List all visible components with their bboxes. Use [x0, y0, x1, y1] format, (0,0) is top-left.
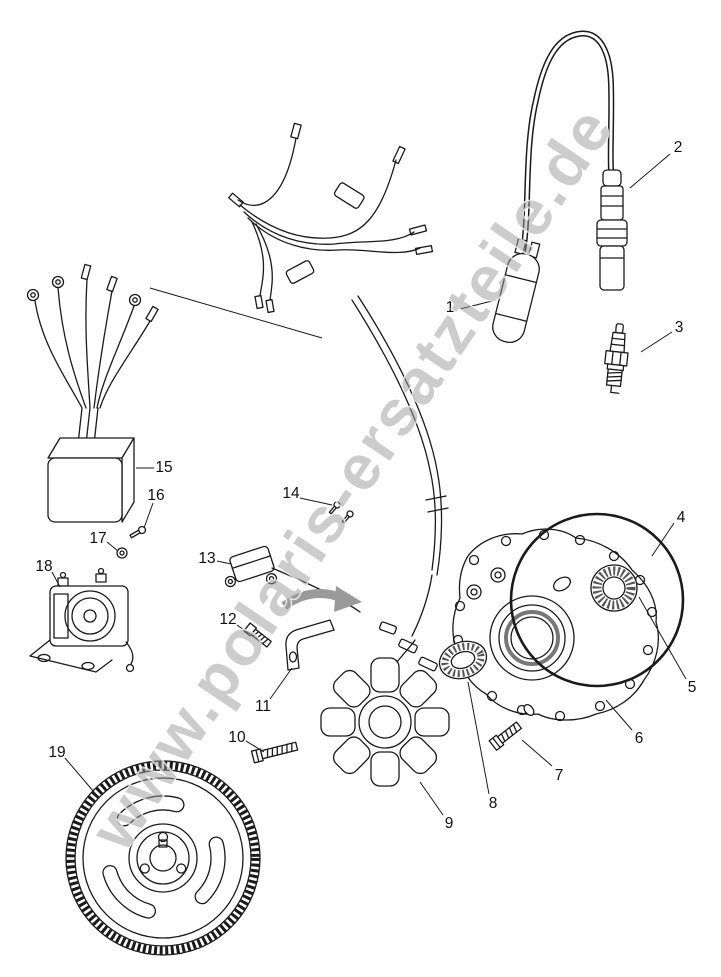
callout-11: 11 — [255, 698, 271, 715]
part-cdi-box — [47, 437, 135, 523]
callout-7: 7 — [555, 767, 564, 784]
part-ht-lead — [520, 30, 615, 253]
callout-13: 13 — [198, 550, 215, 567]
callout-5: 5 — [688, 679, 697, 696]
callout-12: 12 — [219, 611, 236, 628]
part-seal — [438, 640, 488, 680]
part-bolt-10 — [250, 741, 299, 764]
callout-6: 6 — [635, 730, 644, 747]
part-screw-16 — [129, 525, 147, 539]
part-bolt-7 — [488, 721, 523, 751]
callout-9: 9 — [445, 815, 454, 832]
callout-2: 2 — [674, 139, 683, 156]
part-spark-plug — [604, 323, 629, 394]
part-ignition-coil — [492, 238, 541, 344]
callouts: 1 2 3 4 5 6 7 8 9 10 11 12 13 14 15 16 1… — [35, 139, 696, 832]
callout-17: 17 — [89, 530, 106, 547]
callout-14: 14 — [282, 485, 300, 502]
part-bearing — [590, 564, 638, 612]
part-washer-17 — [116, 547, 128, 559]
part-cdi-harness — [26, 263, 159, 445]
leader-lines — [51, 153, 687, 816]
callout-18: 18 — [35, 558, 52, 575]
callout-8: 8 — [489, 795, 498, 812]
part-stator — [320, 639, 450, 787]
callout-19: 19 — [48, 744, 65, 761]
part-washer-7 — [523, 704, 535, 716]
part-screws-14 — [328, 501, 354, 524]
callout-1: 1 — [446, 299, 455, 316]
callout-3: 3 — [675, 319, 684, 336]
callout-10: 10 — [228, 729, 246, 746]
callout-15: 15 — [155, 459, 172, 476]
part-top-harness — [228, 122, 434, 314]
part-o-ring — [509, 512, 685, 688]
callout-16: 16 — [147, 487, 164, 504]
part-plug-cap — [596, 169, 628, 291]
callout-4: 4 — [677, 509, 686, 526]
part-bolt-12 — [243, 622, 272, 648]
harness-pointer-line — [149, 287, 323, 339]
assembly-arrow — [281, 586, 362, 612]
part-pickup-coil — [224, 545, 278, 588]
part-flywheel — [65, 760, 261, 956]
part-wiring-loom — [351, 295, 449, 672]
part-bracket — [285, 619, 335, 671]
part-starter-relay — [29, 567, 135, 673]
